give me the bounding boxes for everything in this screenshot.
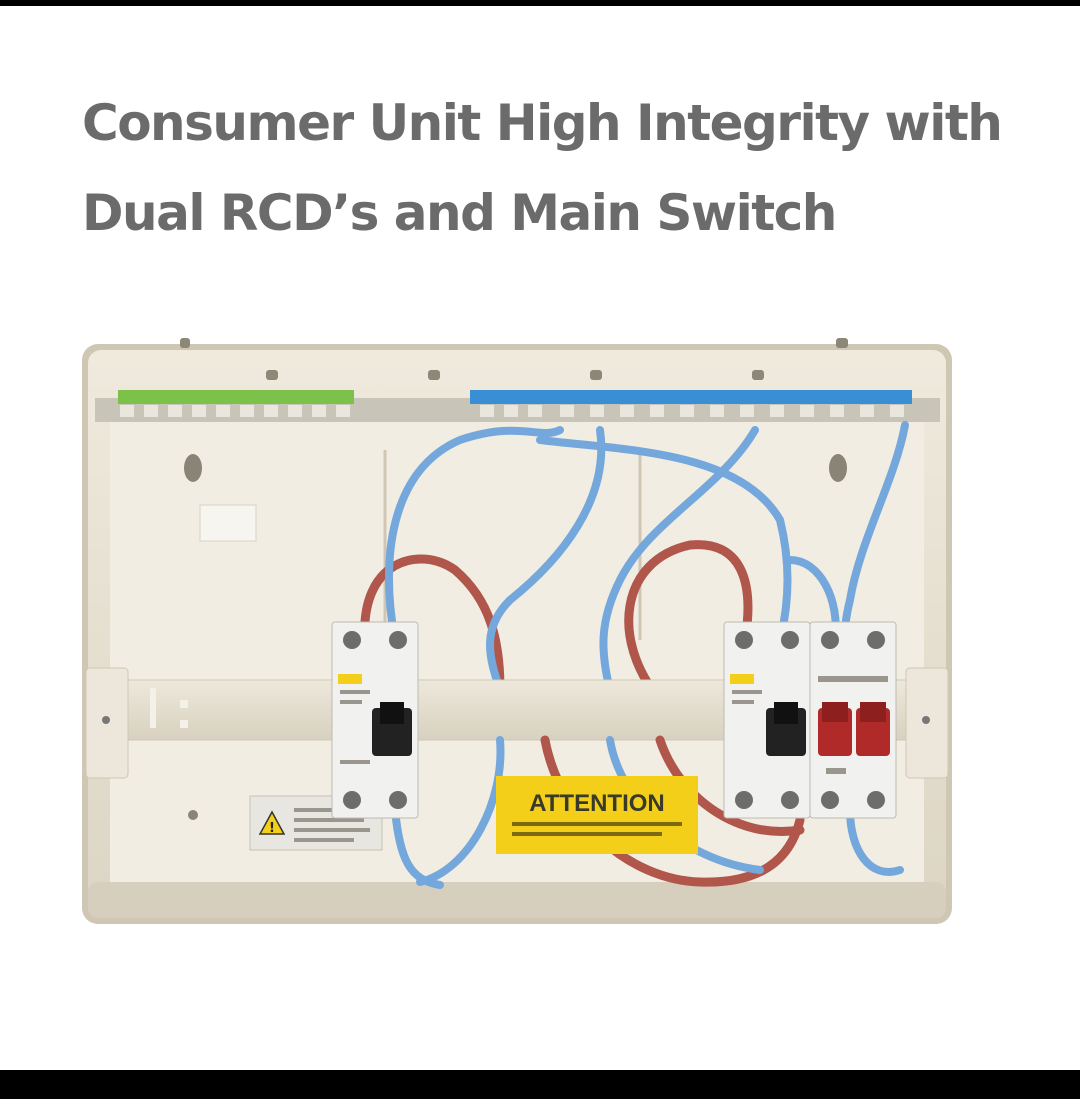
rcd-left bbox=[331, 621, 419, 819]
rcd-right bbox=[723, 621, 811, 819]
small-sticker bbox=[199, 504, 257, 542]
neutral-earth-bars bbox=[95, 390, 940, 422]
main-switch bbox=[809, 621, 897, 819]
keyhole-mounts bbox=[184, 454, 847, 820]
product-card: Consumer Unit High Integrity with Dual R… bbox=[0, 6, 1080, 1070]
product-title: Consumer Unit High Integrity with Dual R… bbox=[82, 78, 1003, 258]
attention-label: ATTENTION bbox=[496, 776, 698, 854]
product-title-line-2: Dual RCD’s and Main Switch bbox=[82, 184, 837, 242]
red-wires bbox=[360, 540, 753, 705]
top-studs bbox=[180, 338, 848, 380]
svg-text:!: ! bbox=[269, 821, 275, 836]
consumer-unit-image: ATTENTION ! bbox=[82, 338, 952, 924]
product-title-line-1: Consumer Unit High Integrity with bbox=[82, 94, 1003, 152]
attention-label-text: ATTENTION bbox=[529, 790, 665, 817]
